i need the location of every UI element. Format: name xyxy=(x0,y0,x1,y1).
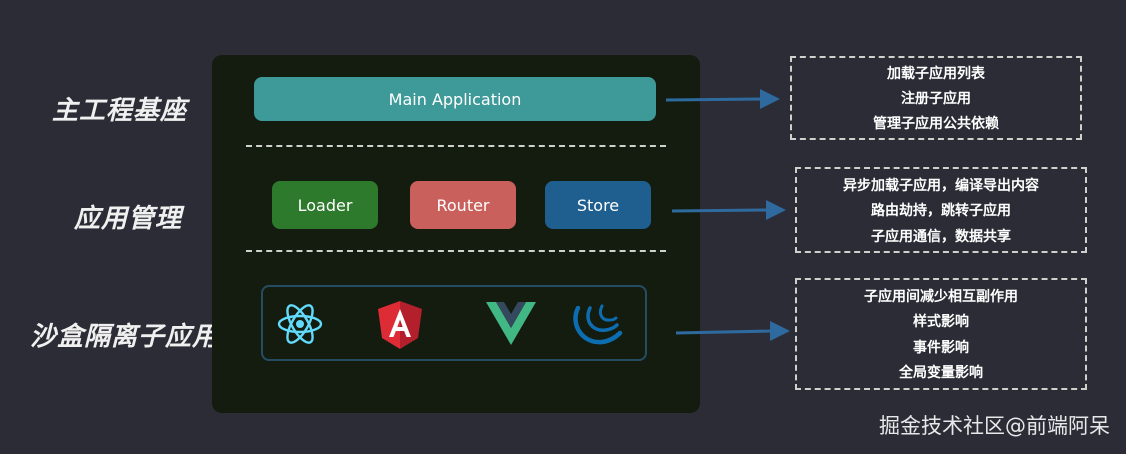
jquery-icon xyxy=(573,304,623,345)
description-line: 样式影响 xyxy=(913,314,969,331)
description-line: 管理子应用公共依赖 xyxy=(873,116,999,132)
row-label-app-management: 应用管理 xyxy=(74,204,183,234)
description-line: 加载子应用列表 xyxy=(887,66,985,82)
description-app-management: 异步加载子应用，编译导出内容 路由劫持，跳转子应用 子应用通信，数据共享 xyxy=(795,167,1087,253)
main-application-block: Main Application xyxy=(254,77,656,121)
arrow-head-main xyxy=(760,89,780,109)
description-line: 路由劫持，跳转子应用 xyxy=(871,203,1011,219)
row-label-main-base: 主工程基座 xyxy=(52,96,188,126)
description-line: 事件影响 xyxy=(913,339,969,356)
sandbox-container xyxy=(261,285,647,361)
description-line: 注册子应用 xyxy=(901,91,971,107)
arrow-head-sandbox xyxy=(770,321,790,341)
router-block: Router xyxy=(410,181,516,229)
arrow-line-main xyxy=(665,97,763,102)
store-block: Store xyxy=(545,181,651,229)
angular-icon xyxy=(378,301,422,349)
description-line: 子应用通信，数据共享 xyxy=(871,228,1011,245)
arrow-line-sandbox xyxy=(675,329,773,335)
separator-top xyxy=(246,145,666,147)
watermark: 掘金技术社区@前端阿呆 xyxy=(879,414,1110,438)
separator-bottom xyxy=(246,250,666,252)
arrow-head-management xyxy=(766,200,786,220)
arrow-line-management xyxy=(671,208,769,213)
react-icon xyxy=(277,304,323,344)
description-line: 全局变量影响 xyxy=(899,365,983,382)
description-line: 异步加载子应用，编译导出内容 xyxy=(843,177,1039,194)
row-label-sandbox: 沙盒隔离子应用 xyxy=(30,322,220,352)
description-main-base: 加载子应用列表 注册子应用 管理子应用公共依赖 xyxy=(790,56,1082,140)
loader-block: Loader xyxy=(272,181,378,229)
vue-icon xyxy=(486,302,536,345)
description-sandbox: 子应用间减少相互副作用 样式影响 事件影响 全局变量影响 xyxy=(795,278,1087,390)
description-line: 子应用间减少相互副作用 xyxy=(864,288,1018,305)
